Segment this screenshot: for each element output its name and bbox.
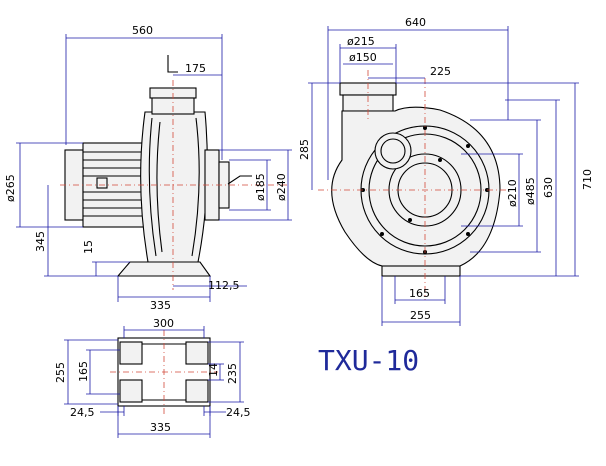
dim-15: 15 (82, 240, 95, 254)
side-base (116, 261, 212, 277)
front-base (381, 265, 461, 277)
base-slot-bl (119, 379, 143, 403)
motor-fins (83, 151, 145, 217)
model-label: TXU-10 (318, 344, 419, 377)
side-view: 560 175 ø265 345 15 335 112,5 ø185 ø24 (4, 24, 292, 312)
terminal-box (96, 177, 108, 189)
dim-560: 560 (132, 24, 153, 37)
dim-640: 640 (405, 16, 426, 29)
dim-285: 285 (298, 139, 311, 160)
dim-345: 345 (34, 231, 47, 252)
front-view: 640 ø215 ø150 225 285 ø210 ø485 630 71 (298, 16, 594, 326)
dim-255-front: 255 (410, 309, 431, 322)
dim-215: ø215 (347, 35, 375, 48)
section-mark-top (167, 55, 178, 73)
dim-24-5-right: 24,5 (226, 406, 251, 419)
dim-225: 225 (430, 65, 451, 78)
dim-235: 235 (226, 363, 239, 384)
dim-150: ø150 (349, 51, 377, 64)
dim-300: 300 (153, 317, 174, 330)
dim-335-base: 335 (150, 421, 171, 434)
dim-265: ø265 (4, 174, 17, 202)
dim-240: ø240 (275, 173, 288, 201)
dim-335-side: 335 (150, 299, 171, 312)
base-slot-br (185, 379, 209, 403)
dim-485: ø485 (524, 177, 537, 205)
dim-175: 175 (185, 62, 206, 75)
front-volute (331, 106, 501, 267)
dim-210: ø210 (506, 179, 519, 207)
base-plan-view: 300 255 165 14 235 24,5 24,5 335 (54, 317, 251, 438)
dim-630: 630 (542, 177, 555, 198)
dim-14: 14 (207, 363, 220, 377)
dim-710: 710 (581, 169, 594, 190)
dim-165-front: 165 (409, 287, 430, 300)
dim-24-5-left: 24,5 (70, 406, 95, 419)
front-outlet-eye (374, 132, 412, 170)
dim-165-base: 165 (77, 361, 90, 382)
dim-185: ø185 (254, 173, 267, 201)
base-slot-tr (185, 341, 209, 365)
base-slot-tl (119, 341, 143, 365)
dim-112-5: 112,5 (208, 279, 240, 292)
section-mark-right (227, 175, 252, 185)
dim-255-base: 255 (54, 362, 67, 383)
